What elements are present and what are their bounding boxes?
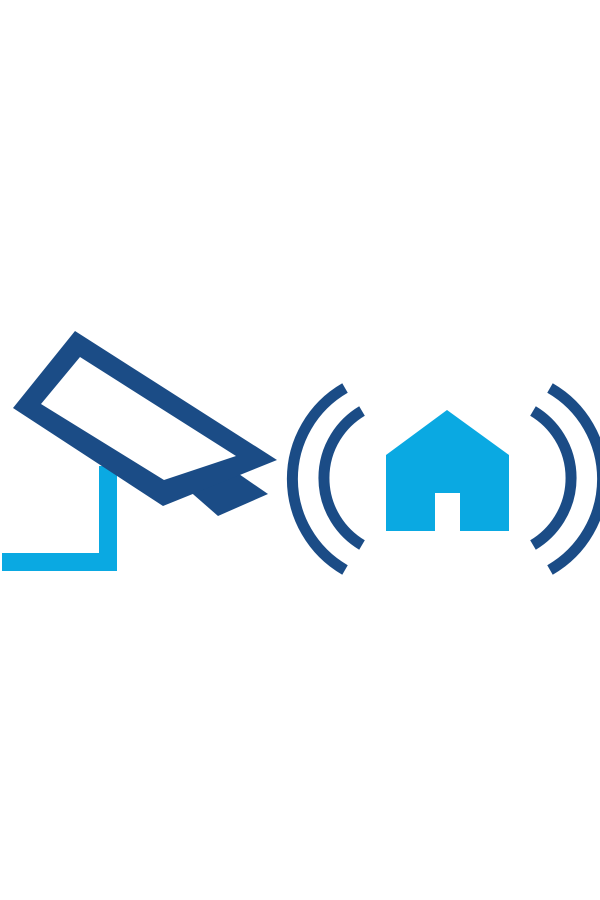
house-icon [386,410,509,531]
signal-waves-left-icon [286,383,365,575]
security-camera-icon [13,331,277,516]
camera-mount-icon [2,466,117,571]
signal-waves-right-icon [530,383,600,575]
